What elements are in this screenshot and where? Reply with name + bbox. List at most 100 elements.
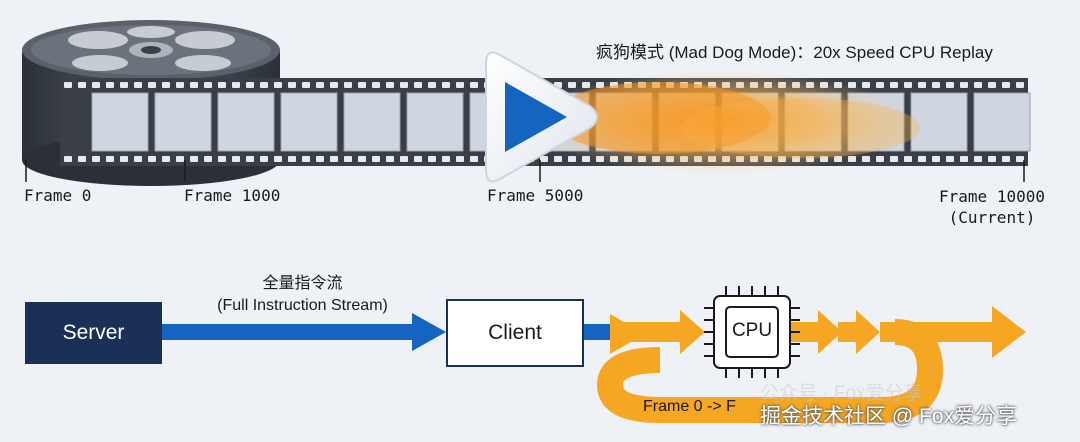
- sprocket-hole: [218, 82, 226, 88]
- sprocket-hole: [190, 82, 198, 88]
- sprocket-hole: [918, 156, 926, 162]
- diagram-title: 疯狗模式 (Mad Dog Mode)：20x Speed CPU Replay: [596, 43, 993, 62]
- sprocket-hole: [316, 82, 324, 88]
- sprocket-hole: [330, 82, 338, 88]
- sprocket-hole: [428, 156, 436, 162]
- client-box: Client: [446, 299, 584, 367]
- film-frame: [217, 92, 275, 152]
- sprocket-hole: [862, 82, 870, 88]
- sprocket-hole: [372, 156, 380, 162]
- sprocket-hole: [414, 82, 422, 88]
- sprocket-hole: [456, 82, 464, 88]
- sprocket-hole: [148, 156, 156, 162]
- sprocket-hole: [568, 82, 576, 88]
- loop-label: Frame 0 -> F: [643, 398, 736, 415]
- sprocket-hole: [302, 156, 310, 162]
- sprocket-hole: [106, 82, 114, 88]
- sprocket-hole: [442, 82, 450, 88]
- sprocket-hole: [246, 82, 254, 88]
- sprocket-hole: [470, 156, 478, 162]
- sprocket-hole: [988, 82, 996, 88]
- sprocket-hole: [316, 156, 324, 162]
- sprocket-hole: [904, 82, 912, 88]
- sprocket-hole: [946, 156, 954, 162]
- timeline-ticks: [25, 160, 1025, 182]
- sprocket-hole: [1016, 156, 1024, 162]
- sprocket-hole: [274, 156, 282, 162]
- film-frame: [280, 92, 338, 152]
- sprocket-hole: [204, 82, 212, 88]
- sprocket-hole: [78, 82, 86, 88]
- frame-label-current: (Current): [948, 208, 1036, 227]
- sprocket-hole: [918, 82, 926, 88]
- stream-label-en: (Full Instruction Stream): [217, 297, 388, 314]
- sprocket-hole: [1002, 82, 1010, 88]
- sprocket-hole: [554, 156, 562, 162]
- sprocket-hole: [386, 82, 394, 88]
- stream-label-zh: 全量指令流: [262, 275, 343, 292]
- sprocket-hole: [372, 82, 380, 88]
- sprocket-hole: [134, 82, 142, 88]
- sprocket-hole: [176, 156, 184, 162]
- sprocket-hole: [162, 82, 170, 88]
- sprocket-hole: [344, 156, 352, 162]
- cpu-label: CPU: [731, 320, 773, 341]
- sprocket-hole: [92, 156, 100, 162]
- sprocket-hole: [1002, 156, 1010, 162]
- sprocket-hole: [946, 82, 954, 88]
- sprocket-hole: [218, 156, 226, 162]
- sprocket-hole: [176, 82, 184, 88]
- sprocket-hole: [330, 156, 338, 162]
- watermark-main: 掘金技术社区 @ Fox爱分享: [760, 405, 1017, 428]
- frame-label-10000-line1: Frame 10000: [939, 187, 1045, 206]
- film-frame: [343, 92, 401, 152]
- frame-label-0: Frame 0: [24, 186, 92, 205]
- sprocket-hole: [932, 82, 940, 88]
- film-frame: [406, 92, 464, 152]
- frame-label-1000: Frame 1000: [184, 186, 281, 205]
- sprocket-hole: [288, 156, 296, 162]
- sprocket-hole: [260, 156, 268, 162]
- sprocket-hole: [386, 156, 394, 162]
- sprocket-hole: [960, 156, 968, 162]
- sprocket-hole: [106, 156, 114, 162]
- sprocket-hole: [78, 156, 86, 162]
- sprocket-hole: [932, 156, 940, 162]
- sprocket-hole: [260, 82, 268, 88]
- frame-label-10000: Frame 10000 (Current): [932, 186, 1052, 228]
- sprocket-hole: [64, 82, 72, 88]
- sprocket-hole: [442, 156, 450, 162]
- server-label: Server: [62, 321, 125, 344]
- stream-label: 全量指令流 (Full Instruction Stream): [190, 273, 415, 317]
- sprocket-hole: [162, 156, 170, 162]
- play-button-icon: [485, 51, 598, 183]
- sprocket-hole: [974, 82, 982, 88]
- sprocket-hole: [400, 82, 408, 88]
- sprocket-hole: [302, 82, 310, 88]
- film-frame: [910, 92, 968, 152]
- sprocket-hole: [204, 156, 212, 162]
- sprocket-hole: [134, 156, 142, 162]
- sprocket-hole: [876, 156, 884, 162]
- sprocket-hole: [890, 82, 898, 88]
- sprocket-hole: [568, 156, 576, 162]
- sprocket-hole: [890, 156, 898, 162]
- cpu-chip-icon: [704, 286, 800, 378]
- sprocket-hole: [470, 82, 478, 88]
- sprocket-hole: [540, 156, 548, 162]
- speed-blur: [530, 70, 920, 174]
- sprocket-hole: [148, 82, 156, 88]
- sprocket-hole: [344, 82, 352, 88]
- sprocket-hole: [232, 82, 240, 88]
- client-label: Client: [488, 321, 542, 344]
- sprocket-hole: [274, 82, 282, 88]
- sprocket-hole: [288, 82, 296, 88]
- sprocket-hole: [64, 156, 72, 162]
- film-frame: [154, 92, 212, 152]
- sprocket-hole: [190, 156, 198, 162]
- sprocket-hole: [358, 156, 366, 162]
- sprocket-hole: [232, 156, 240, 162]
- sprocket-hole: [428, 82, 436, 88]
- sprocket-hole: [400, 156, 408, 162]
